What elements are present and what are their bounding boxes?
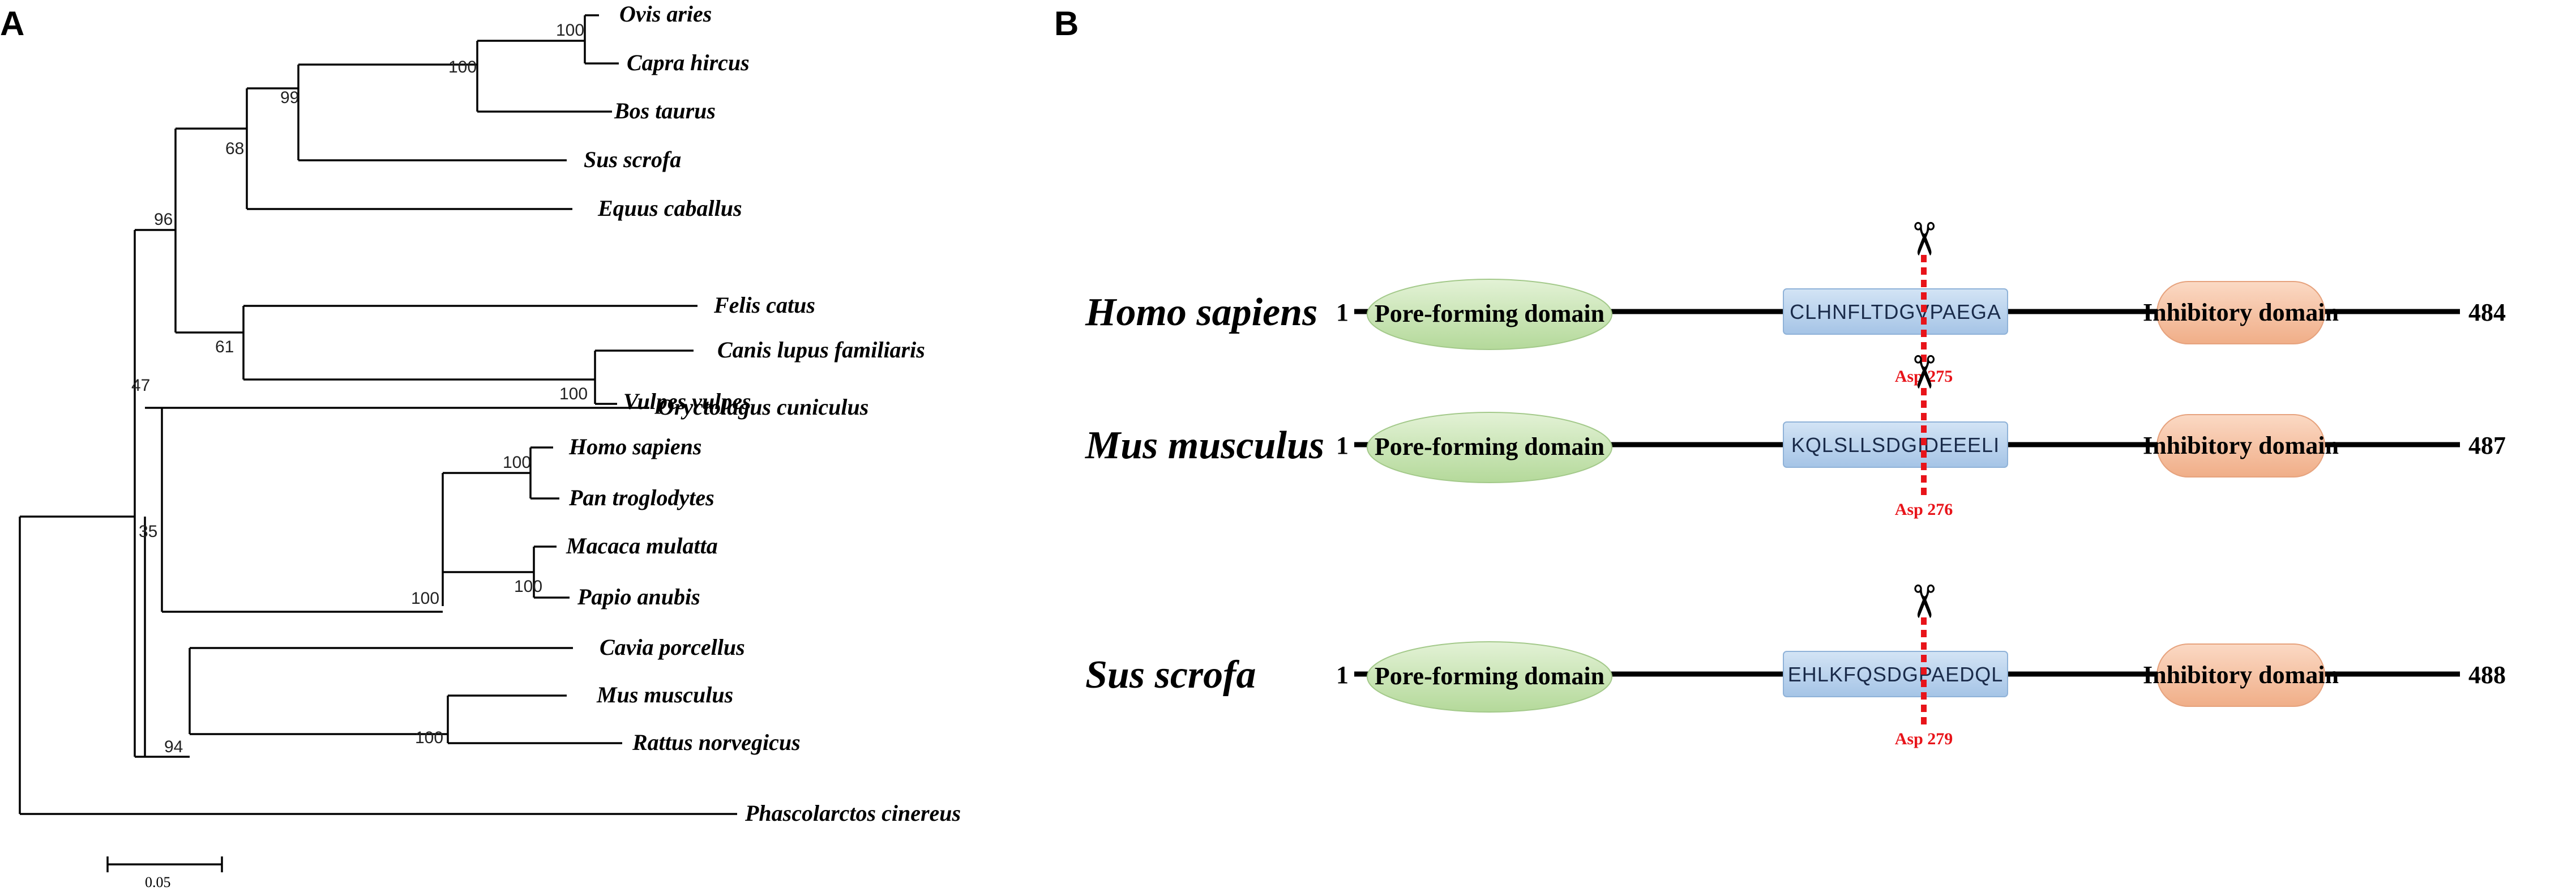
scissors-icon: ✂ — [1897, 220, 1950, 258]
start-residue: 1 — [1336, 661, 1349, 689]
bootstrap-value: 68 — [225, 139, 244, 158]
cleavage-site-label: Asp 275 — [1895, 367, 1953, 386]
bootstrap-value: 100 — [556, 21, 584, 40]
inhibitory-domain — [2156, 414, 2325, 478]
taxon-label: Phascolarctos cinereus — [744, 800, 961, 826]
species-label: Homo sapiens — [1085, 291, 1317, 334]
taxon-label: Capra hircus — [627, 50, 750, 75]
taxon-label: Pan troglodytes — [568, 485, 714, 510]
species-label: Mus musculus — [1085, 424, 1324, 467]
taxon-label: Rattus norvegicus — [632, 730, 801, 755]
inhibitory-domain-label: Inhibitory domain — [2143, 432, 2339, 459]
linker-sequence: KQLSLLSDGIDEEELI — [1791, 433, 2000, 457]
linker-region — [1783, 421, 2008, 468]
panel-a-letter: A — [0, 5, 24, 42]
bootstrap-value: 100 — [503, 453, 531, 472]
taxon-label: Homo sapiens — [568, 434, 701, 459]
start-residue: 1 — [1336, 299, 1349, 326]
scissors-icon: ✂ — [1897, 353, 1950, 391]
pore-forming-domain-label: Pore-forming domain — [1375, 300, 1604, 327]
inhibitory-domain-label: Inhibitory domain — [2143, 299, 2339, 326]
cleavage-site-label: Asp 276 — [1895, 500, 1953, 519]
bootstrap-value: 100 — [514, 577, 542, 596]
taxon-label: Macaca mulatta — [566, 533, 718, 559]
taxon-label: Felis catus — [713, 292, 815, 318]
bootstrap-value: 61 — [215, 338, 234, 356]
domain-row: Homo sapiens 1 Pore-forming domain CLHNFLTD… — [1085, 220, 2506, 386]
scissors-icon: ✂ — [1897, 582, 1950, 620]
linker-region — [1783, 651, 2008, 697]
taxon-label: Vulpes vulpes — [623, 389, 751, 414]
scale-bar-label: 0.05 — [145, 874, 171, 890]
taxon-label: Equus caballus — [597, 195, 742, 221]
linker-region — [1783, 288, 2008, 335]
linker-sequence: CLHNFLTDGVPAEGA — [1790, 300, 2001, 323]
linker-sequence: EHLKFQSDGPAEDQL — [1788, 663, 2003, 686]
inhibitory-domain-label: Inhibitory domain — [2143, 661, 2339, 689]
bootstrap-value: 94 — [164, 737, 183, 756]
taxon-label: Mus musculus — [596, 682, 733, 707]
tree-branches — [19, 14, 737, 815]
domain-row: Mus musculus 1 Pore-forming domain KQLSLLSD… — [1085, 353, 2506, 519]
taxon-label: Sus scrofa — [584, 147, 681, 172]
phylogenetic-tree: Ovis aries Capra hircus Bos taurus Sus s… — [19, 1, 961, 890]
end-residue: 488 — [2468, 661, 2506, 689]
domain-row: Sus scrofa 1 Pore-forming domain EHLKFQSDGP… — [1085, 582, 2506, 748]
taxon-label: Ovis aries — [619, 1, 712, 27]
inhibitory-domain — [2156, 281, 2325, 344]
bootstrap-value: 100 — [448, 58, 477, 76]
cleavage-site-label: Asp 279 — [1895, 730, 1953, 748]
pore-forming-domain — [1367, 279, 1612, 350]
bootstrap-value: 100 — [415, 728, 443, 747]
end-residue: 484 — [2468, 299, 2506, 326]
pore-forming-domain-label: Pore-forming domain — [1375, 662, 1604, 690]
taxon-label: Cavia porcellus — [600, 634, 745, 660]
end-residue: 487 — [2468, 432, 2506, 459]
taxon-label: Bos taurus — [614, 98, 716, 123]
taxon-label: Papio anubis — [577, 584, 700, 609]
pore-forming-domain-label: Pore-forming domain — [1375, 433, 1604, 461]
inhibitory-domain — [2156, 643, 2325, 707]
bootstrap-value: 96 — [154, 210, 173, 229]
bootstrap-value: 35 — [139, 522, 157, 541]
taxon-label: Canis lupus familiaris — [717, 337, 925, 363]
bootstrap-value: 100 — [559, 385, 588, 403]
start-residue: 1 — [1336, 432, 1349, 459]
bootstrap-value: 99 — [280, 88, 299, 107]
pore-forming-domain — [1367, 412, 1612, 483]
taxon-label: Oryctolagus cuniculus — [658, 394, 868, 420]
bootstrap-value: 47 — [131, 376, 150, 395]
species-label: Sus scrofa — [1085, 653, 1256, 697]
bootstrap-value: 100 — [411, 589, 439, 608]
scale-bar: 0.05 — [106, 856, 223, 890]
pore-forming-domain — [1367, 641, 1612, 713]
panel-b-letter: B — [1054, 5, 1079, 42]
